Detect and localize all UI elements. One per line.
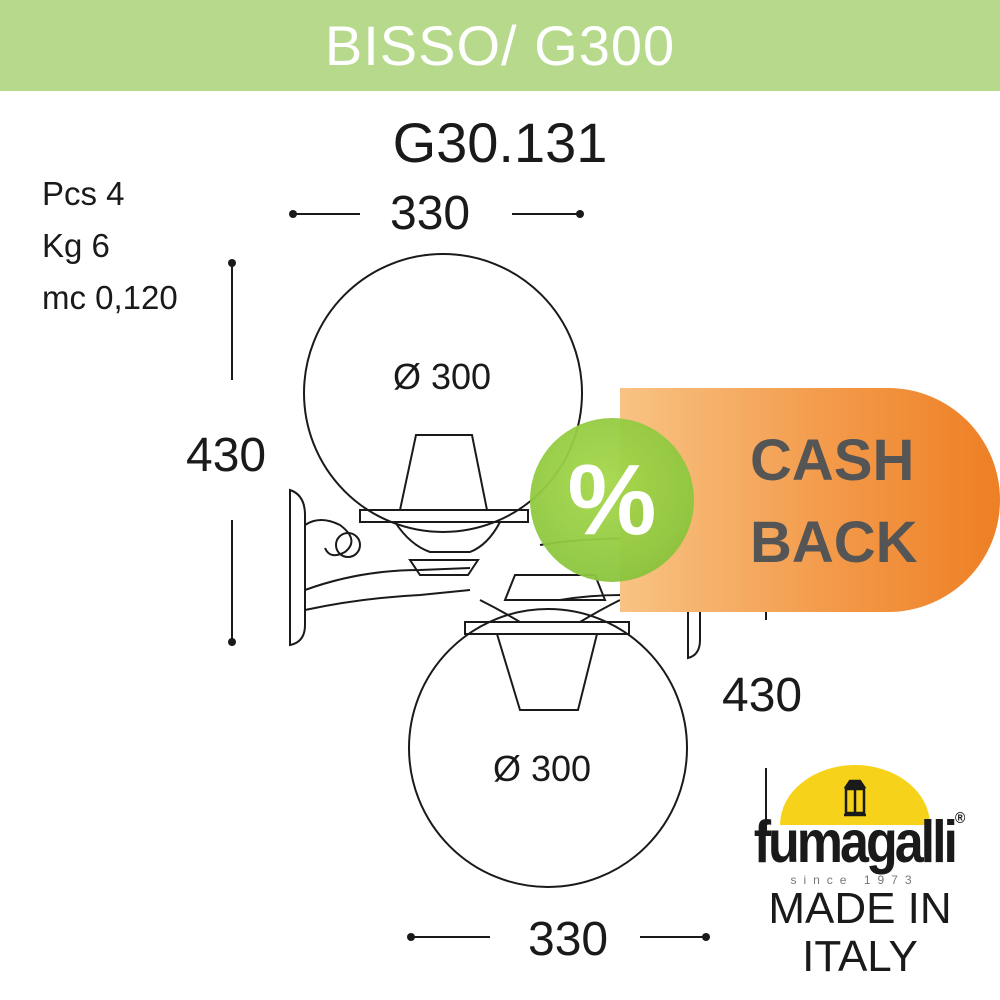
header-banner: BISSO/ G300	[0, 0, 1000, 91]
dim-dot	[289, 210, 297, 218]
top-globe-label: Ø 300	[393, 356, 492, 397]
cashback-line1: CASH	[750, 428, 915, 493]
percent-circle	[530, 418, 694, 582]
spec-mc: mc 0,120	[42, 279, 178, 316]
lower-base-plate	[464, 621, 630, 635]
brand-since: since 1973	[790, 873, 919, 887]
dim-dot	[228, 638, 236, 646]
country-label: ITALY	[802, 932, 918, 981]
cashback-line2: BACK	[750, 510, 918, 575]
bottom-globe-label: Ø 300	[493, 748, 592, 789]
arm-lower-left	[304, 589, 471, 611]
specs-list: Pcs 4 Kg 6 mc 0,120	[42, 168, 178, 324]
dim-dot	[702, 933, 710, 941]
upper-globe	[303, 253, 583, 533]
wall-plate-left	[289, 488, 306, 647]
top-height-label: 430	[186, 429, 267, 482]
made-in-label: MADE IN	[768, 884, 952, 933]
made-in-italy: MADE IN ITALY	[740, 885, 980, 981]
lantern-logo-icon	[780, 765, 930, 825]
arm-scroll-left	[304, 519, 353, 557]
cashback-text: CASH BACK	[750, 420, 918, 584]
series-title: BISSO/ G300	[324, 14, 676, 77]
percent-icon: %	[567, 443, 657, 556]
brand-wordmark: fumagalli	[753, 809, 958, 876]
arm-scroll-circle-left	[335, 532, 361, 558]
lower-crown	[503, 574, 607, 601]
dim-dot	[576, 210, 584, 218]
lower-shade	[495, 633, 599, 711]
spec-pcs: Pcs 4	[42, 175, 125, 212]
brand-name: fumagalli®	[752, 808, 967, 877]
lower-ornament	[479, 599, 621, 623]
arm-upper-left	[304, 567, 471, 591]
dim-dot	[407, 933, 415, 941]
product-code: G30.131	[392, 111, 608, 174]
dim-dot	[228, 259, 236, 267]
bottom-width-label: 330	[528, 913, 609, 966]
lower-globe	[408, 608, 688, 888]
upper-shade	[398, 434, 489, 511]
upper-base-plate	[359, 509, 529, 523]
spec-kg: Kg 6	[42, 227, 110, 264]
top-width-label: 330	[390, 187, 471, 240]
bottom-height-label: 430	[722, 669, 803, 722]
upper-ornament	[394, 521, 501, 553]
registered-mark: ®	[954, 808, 966, 827]
